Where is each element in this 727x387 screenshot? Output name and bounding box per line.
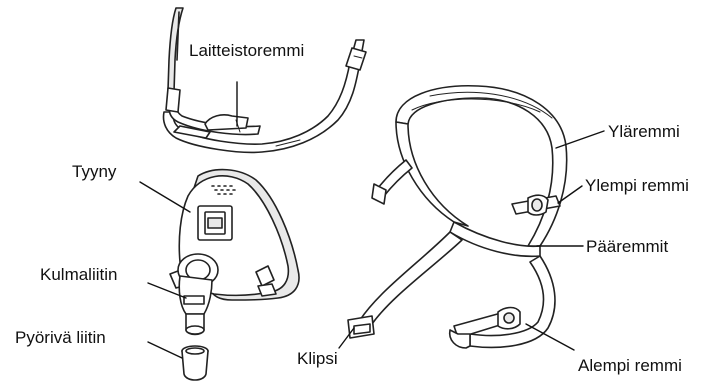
label-elbow: Kulmaliitin: [40, 266, 117, 283]
frame-strap-drawing: [164, 8, 367, 152]
headgear-drawing: [348, 86, 567, 348]
label-cushion: Tyyny: [72, 163, 116, 180]
swivel-drawing: [182, 346, 208, 380]
label-frame-strap: Laitteistoremmi: [189, 42, 304, 59]
label-top-strap: Yläremmi: [608, 123, 680, 140]
label-clip: Klipsi: [297, 350, 338, 367]
label-upper-strap: Ylempi remmi: [585, 177, 689, 194]
label-swivel: Pyörivä liitin: [15, 329, 106, 346]
label-headgear-straps: Pääremmit: [586, 238, 668, 255]
label-lower-strap: Alempi remmi: [578, 357, 682, 374]
